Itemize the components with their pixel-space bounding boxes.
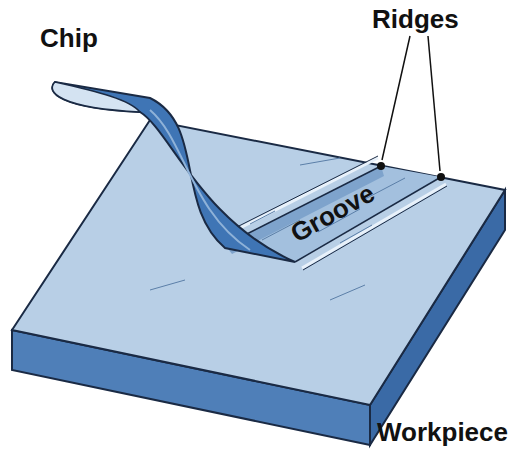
chip-tip [52,82,140,112]
chip-highlight [150,110,250,250]
ridge-dot [377,162,385,170]
ridge-dot [437,173,445,181]
leader-line [428,36,440,171]
chip [52,82,295,262]
tool-marks [150,158,405,300]
part-label: Workpiece [377,418,508,447]
part-label: Ridges [372,5,459,34]
leader-line [382,36,410,160]
workpiece-top-face [12,120,505,405]
part-label: Chip [40,24,98,53]
